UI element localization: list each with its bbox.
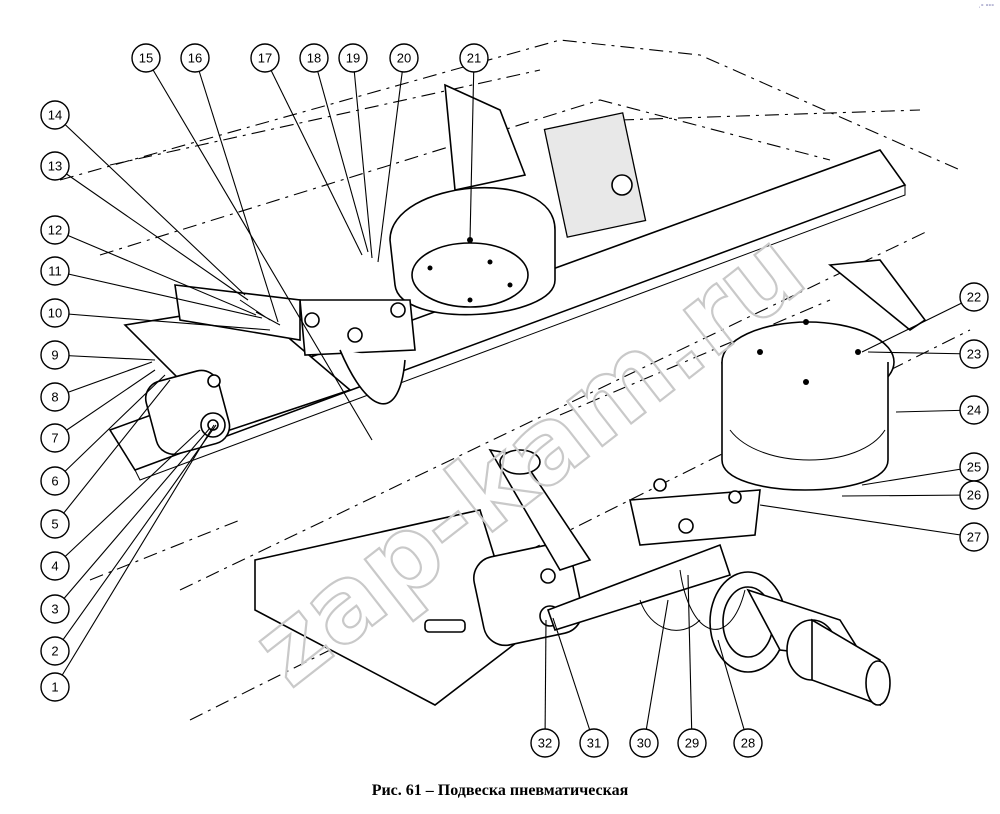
svg-text:17: 17	[258, 51, 272, 66]
callout-21: 21	[459, 43, 489, 73]
callout-30: 30	[629, 728, 659, 758]
callout-19: 19	[338, 43, 368, 73]
callout-3: 3	[40, 594, 70, 624]
figure-caption: Рис. 61 – Подвеска пневматическая	[371, 782, 629, 799]
axle-hub	[639, 569, 891, 707]
svg-text:2: 2	[51, 644, 58, 659]
svg-text:19: 19	[346, 51, 360, 66]
callout-10: 10	[40, 298, 70, 328]
callout-27: 27	[959, 522, 989, 552]
callout-6: 6	[40, 466, 70, 496]
callout-11: 11	[40, 256, 70, 286]
svg-text:26: 26	[967, 488, 981, 503]
svg-text:30: 30	[637, 736, 651, 751]
svg-text:22: 22	[967, 290, 981, 305]
callout-14: 14	[40, 100, 70, 130]
callout-12: 12	[40, 215, 70, 245]
callout-13: 13	[40, 151, 70, 181]
svg-text:14: 14	[48, 108, 62, 123]
svg-text:28: 28	[741, 736, 755, 751]
svg-text:21: 21	[467, 51, 481, 66]
svg-text:8: 8	[51, 390, 58, 405]
callout-18: 18	[299, 43, 329, 73]
svg-text:1: 1	[51, 680, 58, 695]
svg-text:15: 15	[139, 51, 153, 66]
callout-24: 24	[959, 395, 989, 425]
callout-2: 2	[40, 636, 70, 666]
svg-text:10: 10	[48, 306, 62, 321]
svg-text:4: 4	[51, 559, 58, 574]
svg-text:32: 32	[538, 736, 552, 751]
air-spring-rear	[389, 83, 647, 316]
callout-20: 20	[389, 43, 419, 73]
svg-text:29: 29	[685, 736, 699, 751]
svg-text:3: 3	[51, 602, 58, 617]
callout-8: 8	[40, 382, 70, 412]
callout-16: 16	[180, 43, 210, 73]
svg-text:7: 7	[51, 431, 58, 446]
svg-text:11: 11	[48, 264, 62, 279]
svg-text:13: 13	[48, 159, 62, 174]
callout-9: 9	[40, 340, 70, 370]
svg-text:9: 9	[51, 348, 58, 363]
callout-1: 1	[40, 672, 70, 702]
svg-text:6: 6	[51, 474, 58, 489]
callout-15: 15	[131, 43, 161, 73]
svg-text:12: 12	[48, 223, 62, 238]
corner-mark: ·° °°°	[978, 4, 994, 11]
svg-text:27: 27	[967, 530, 981, 545]
bracket-left	[123, 284, 416, 456]
svg-text:5: 5	[51, 517, 58, 532]
callout-31: 31	[579, 728, 609, 758]
callout-17: 17	[250, 43, 280, 73]
svg-text:18: 18	[307, 51, 321, 66]
svg-text:16: 16	[188, 51, 202, 66]
svg-text:24: 24	[967, 403, 981, 418]
bracket-right	[254, 448, 761, 706]
svg-text:25: 25	[967, 460, 981, 475]
svg-text:20: 20	[397, 51, 411, 66]
leader-lines	[54, 57, 975, 744]
callout-26: 26	[959, 480, 989, 510]
callout-4: 4	[40, 551, 70, 581]
callout-7: 7	[40, 423, 70, 453]
air-spring-front	[721, 259, 927, 491]
callout-5: 5	[40, 509, 70, 539]
callout-23: 23	[959, 339, 989, 369]
svg-text:31: 31	[587, 736, 601, 751]
callout-22: 22	[959, 282, 989, 312]
callout-28: 28	[733, 728, 763, 758]
callout-29: 29	[677, 728, 707, 758]
callout-25: 25	[959, 452, 989, 482]
callout-32: 32	[530, 728, 560, 758]
svg-text:23: 23	[967, 347, 981, 362]
